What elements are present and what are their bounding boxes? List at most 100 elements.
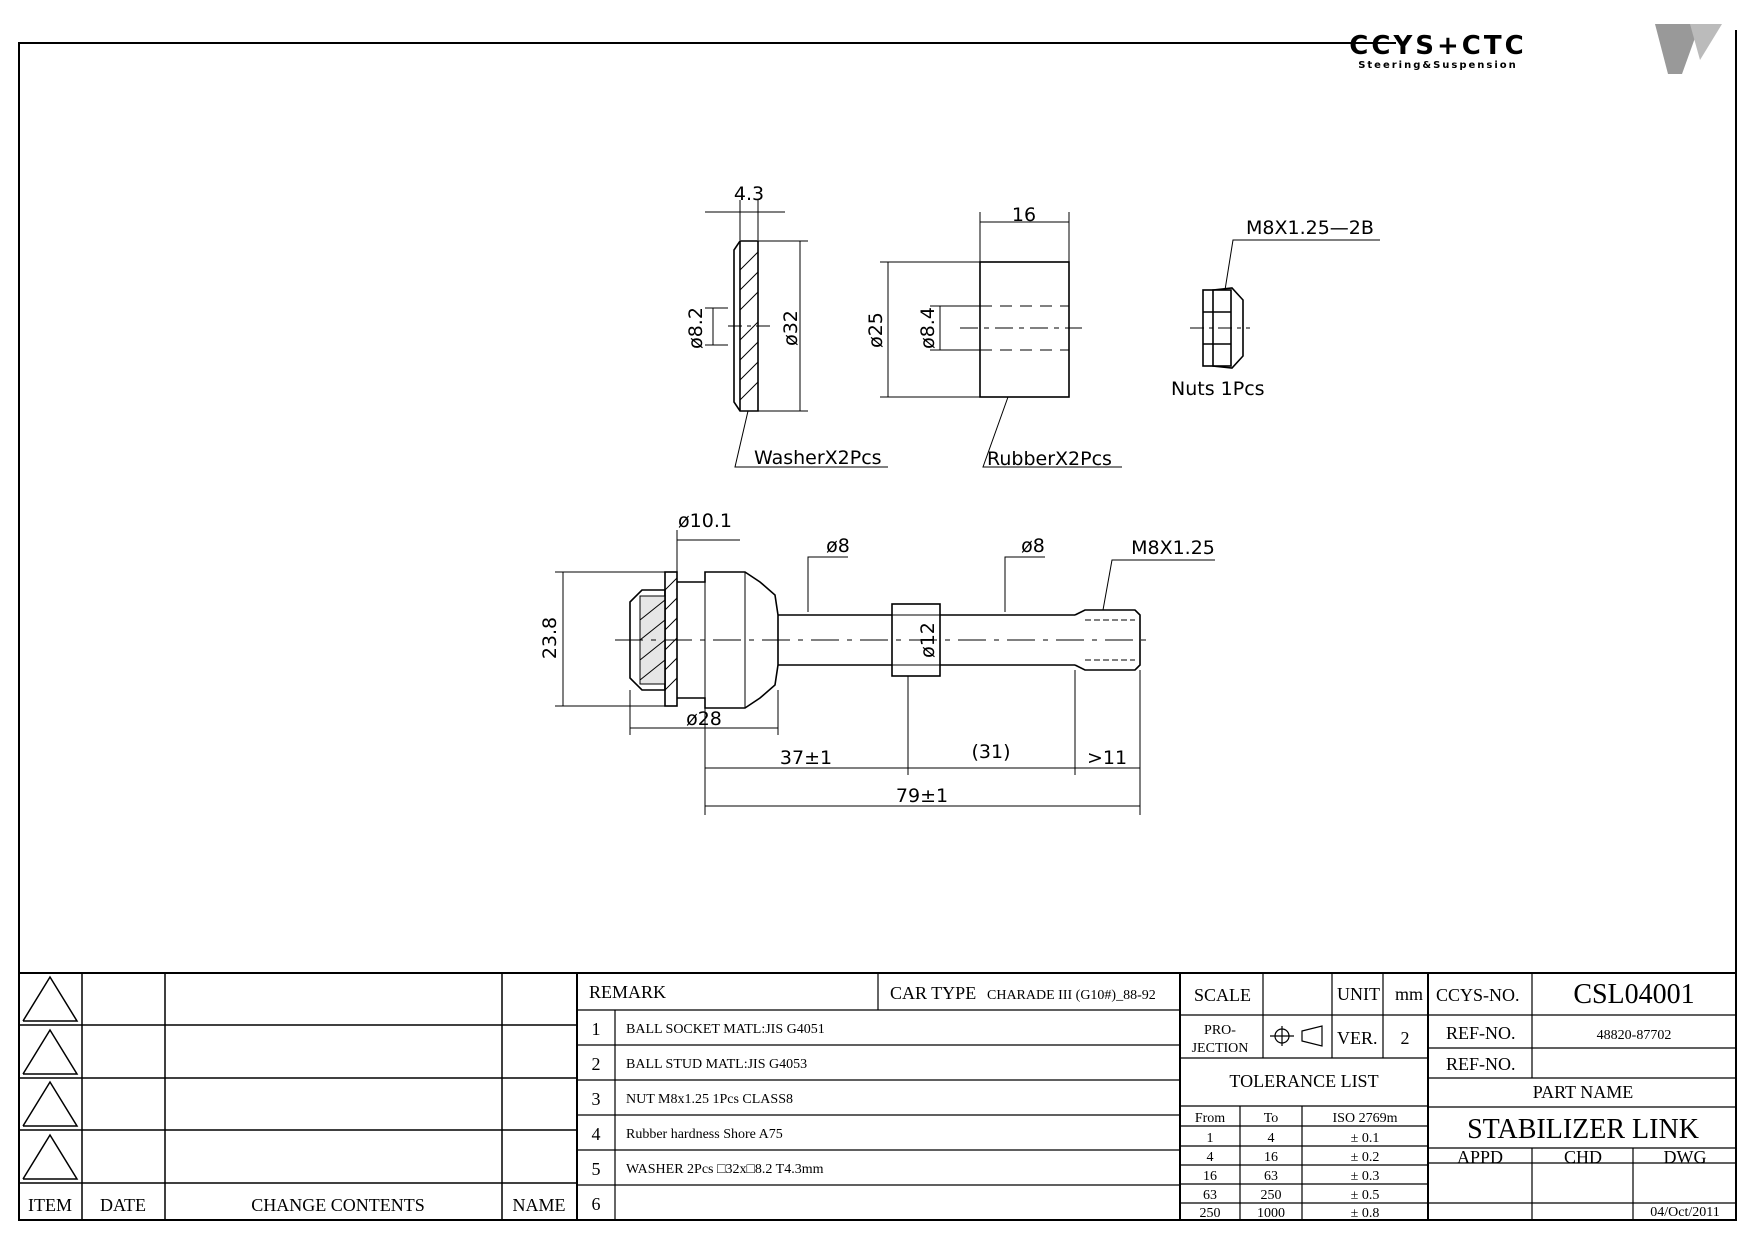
dim-length-c: >11 xyxy=(1087,747,1127,769)
remark-no: 4 xyxy=(592,1124,601,1144)
dim-rubber-length: 16 xyxy=(1012,204,1036,226)
dim-stud-dia-a: ø8 xyxy=(826,535,850,557)
tol-to: 250 xyxy=(1261,1188,1282,1203)
scale-grid xyxy=(1180,973,1429,1221)
remark-no: 5 xyxy=(592,1159,601,1179)
dim-washer-outer: ø32 xyxy=(780,310,802,346)
car-type-label: CAR TYPE xyxy=(890,983,976,1003)
tol-from: 16 xyxy=(1203,1169,1217,1184)
drawing-date: 04/Oct/2011 xyxy=(1650,1205,1719,1220)
logo-emblem-icon xyxy=(1655,24,1700,74)
dim-length-a: 37±1 xyxy=(780,747,832,769)
tolerance-rows: 1 4 ± 0.1 4 16 ± 0.2 16 63 ± 0.3 63 250 … xyxy=(1200,1131,1380,1221)
dim-base-dia: ø28 xyxy=(686,708,722,730)
remark-grid xyxy=(577,973,1181,1221)
ref-no-label-2: REF-NO. xyxy=(1446,1054,1516,1074)
ccys-no-label: CCYS-NO. xyxy=(1436,985,1520,1005)
tol-to: 1000 xyxy=(1257,1206,1285,1221)
tol-to: 16 xyxy=(1264,1150,1278,1165)
projection-label-2: JECTION xyxy=(1192,1041,1249,1056)
callout-washer: WasherX2Pcs xyxy=(754,447,882,469)
col-name: NAME xyxy=(513,1195,566,1215)
dim-rubber-outer: ø25 xyxy=(865,312,887,348)
dim-washer-thickness: 4.3 xyxy=(734,183,764,205)
scale-label: SCALE xyxy=(1194,985,1251,1005)
ver-value: 2 xyxy=(1401,1028,1410,1048)
remark-text: WASHER 2Pcs □32x□8.2 T4.3mm xyxy=(626,1162,824,1177)
ver-label: VER. xyxy=(1337,1028,1378,1048)
remark-no: 2 xyxy=(592,1054,601,1074)
dim-washer-inner: ø8.2 xyxy=(685,307,707,349)
frame-top-line xyxy=(18,42,1396,44)
tol-col-to: To xyxy=(1264,1111,1279,1126)
socket-flange xyxy=(664,571,678,707)
projection-label-1: PRO- xyxy=(1204,1023,1236,1038)
stabilizer-link-assembly xyxy=(555,530,1215,815)
tol-value: ± 0.5 xyxy=(1351,1188,1380,1203)
callout-rubber: RubberX2Pcs xyxy=(987,448,1112,470)
nut-view xyxy=(1190,239,1380,369)
tol-value: ± 0.2 xyxy=(1351,1150,1380,1165)
car-type-value: CHARADE III (G10#)_88-92 xyxy=(987,988,1156,1003)
tol-value: ± 0.1 xyxy=(1351,1131,1380,1146)
remark-text: NUT M8x1.25 1Pcs CLASS8 xyxy=(626,1092,793,1107)
remark-text: BALL STUD MATL:JIS G4053 xyxy=(626,1057,807,1072)
chd-label: CHD xyxy=(1564,1147,1602,1167)
revision-grid xyxy=(18,973,578,1221)
dim-stud-thread: M8X1.25 xyxy=(1131,537,1215,559)
ccys-grid xyxy=(1428,973,1737,1221)
appd-label: APPD xyxy=(1457,1147,1503,1167)
tol-col-from: From xyxy=(1195,1111,1225,1126)
washer-hatch xyxy=(739,251,759,401)
dim-length-b: (31) xyxy=(971,741,1010,763)
projection-symbol-icon xyxy=(1270,1025,1323,1047)
dim-collar-dia: ø12 xyxy=(917,622,939,658)
col-date: DATE xyxy=(100,1195,146,1215)
frame-right-line xyxy=(1735,30,1737,1221)
tol-from: 250 xyxy=(1200,1206,1221,1221)
ref-no-value: 48820-87702 xyxy=(1597,1028,1672,1043)
remark-text: BALL SOCKET MATL:JIS G4051 xyxy=(626,1022,825,1037)
ref-no-label: REF-NO. xyxy=(1446,1023,1516,1043)
remark-no: 3 xyxy=(592,1089,601,1109)
col-change-contents: CHANGE CONTENTS xyxy=(251,1195,425,1215)
part-name-label: PART NAME xyxy=(1533,1082,1633,1102)
logo-tagline: Steering&Suspension xyxy=(1358,60,1518,71)
part-name-value: STABILIZER LINK xyxy=(1467,1114,1699,1145)
ccys-no-value: CSL04001 xyxy=(1573,979,1694,1010)
company-logo: CCYS+CTC Steering&Suspension xyxy=(1349,24,1722,74)
rubber-view xyxy=(880,212,1122,468)
stud-thread xyxy=(1074,609,1141,671)
dim-socket-height: 23.8 xyxy=(539,617,561,659)
tol-to: 4 xyxy=(1268,1131,1275,1146)
rubber-outline xyxy=(979,261,1070,398)
tolerance-title: TOLERANCE LIST xyxy=(1229,1071,1378,1091)
tol-value: ± 0.8 xyxy=(1351,1206,1380,1221)
col-item: ITEM xyxy=(28,1195,72,1215)
unit-value: mm xyxy=(1395,984,1423,1004)
washer-view xyxy=(705,200,888,468)
callout-nut-thread: M8X1.25—2B xyxy=(1246,217,1374,239)
remark-header: REMARK xyxy=(589,982,666,1002)
tol-from: 4 xyxy=(1207,1150,1214,1165)
dim-stud-dia-b: ø8 xyxy=(1021,535,1045,557)
dim-length-total: 79±1 xyxy=(896,785,948,807)
dim-rubber-inner: ø8.4 xyxy=(917,307,939,349)
remark-text: Rubber hardness Shore A75 xyxy=(626,1127,783,1142)
callout-nut: Nuts 1Pcs xyxy=(1171,378,1265,400)
tol-from: 63 xyxy=(1203,1188,1217,1203)
logo-brand: CCYS+CTC xyxy=(1349,31,1526,61)
tol-value: ± 0.3 xyxy=(1351,1169,1380,1184)
dim-socket-dia: ø10.1 xyxy=(678,510,732,532)
tol-col-iso: ISO 2769m xyxy=(1333,1111,1398,1126)
dwg-label: DWG xyxy=(1664,1147,1707,1167)
drawing-frame xyxy=(18,42,1737,1221)
remark-no: 6 xyxy=(592,1194,601,1214)
tol-to: 63 xyxy=(1264,1169,1278,1184)
revision-triangles xyxy=(22,975,79,1180)
title-block-grid xyxy=(18,972,1737,1221)
unit-label: UNIT xyxy=(1337,984,1380,1004)
remark-no: 1 xyxy=(592,1019,601,1039)
tol-from: 1 xyxy=(1207,1131,1214,1146)
